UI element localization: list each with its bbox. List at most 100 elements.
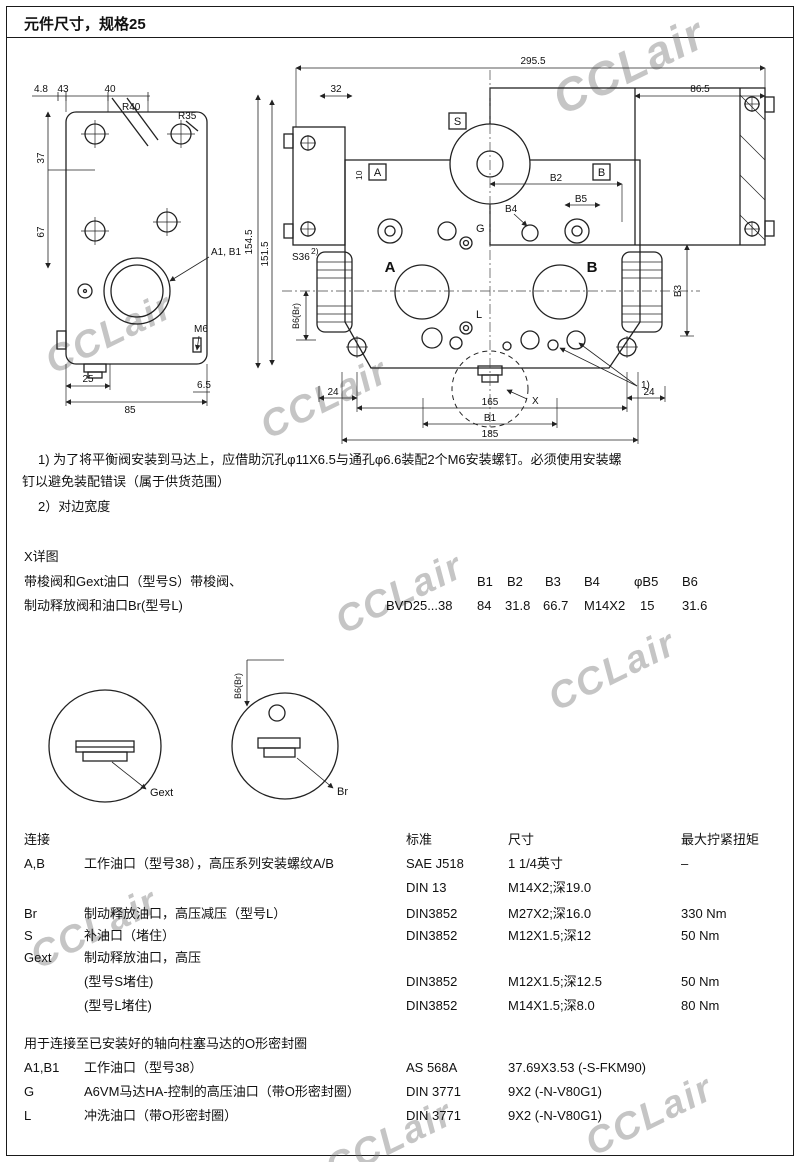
cell-size: 37.69X3.53 (-S-FKM90) [508,1060,647,1075]
detail-view-gext: Gext [48,689,173,803]
cell-torque: 330 Nm [681,906,727,921]
dim-6-5: 6.5 [197,380,211,391]
xdetail-col-b5: φB5 [634,574,659,589]
dim-b2: B2 [550,173,563,184]
dim-295-5: 295.5 [520,56,545,67]
radius-r40: R40 [122,102,141,113]
cell-port: Br [24,906,37,921]
dim-b1: B1 [484,413,497,424]
detail-figures: Gext B6(Br) Br [48,659,348,803]
cell-desc: 制动释放油口，高压减压（型号L） [84,906,287,921]
conn-header-port: 连接 [24,832,51,847]
label-br: Br [337,786,348,798]
dim-b5: B5 [575,194,588,205]
label-m6: M6 [194,324,208,335]
cell-desc: (型号S堵住) [84,974,154,989]
cell-std: DIN3852 [406,928,458,943]
conn-header-size: 尺寸 [508,832,535,847]
dim-86-5: 86.5 [690,84,710,95]
cell-std: DIN3852 [406,906,458,921]
cell-desc: 工作油口（型号38） [84,1060,203,1075]
cell-std: AS 568A [406,1060,458,1075]
cell-size: 9X2 (-N-V80G1) [508,1108,602,1123]
dim-24-right: 24 [643,387,655,398]
dim-165: 165 [482,397,499,408]
port-box-b: B [598,167,605,179]
xdetail-col-b2: B2 [507,574,523,589]
cell-torque: 80 Nm [681,998,720,1013]
xdetail-desc1: 带梭阀和Gext油口（型号S）带梭阀、 [24,574,243,589]
dim-25: 25 [82,374,94,385]
cell-desc: 冲洗油口（带O形密封圈） [84,1108,238,1123]
cell-size: 1 1/4英寸 [508,856,563,871]
note-2: 2）对边宽度 [38,499,111,514]
dim-b4: B4 [505,204,518,215]
label-s36: S36 [292,252,310,263]
label-a: A [385,259,396,276]
dim-4-8: 4.8 [34,84,48,95]
label-g: G [476,223,485,235]
watermark: CCLair [319,1092,461,1162]
xdetail-model: BVD25...38 [386,598,453,613]
dim-b6-br: B6(Br) [291,303,301,329]
xdetail-val-b5: 15 [640,598,655,613]
cell-size: M14X1.5;深8.0 [508,998,595,1013]
dim-151-5: 151.5 [260,241,271,266]
dim-43: 43 [57,84,69,95]
xdetail-col-b6: B6 [682,574,698,589]
cell-desc: 工作油口（型号38），高压系列安装螺纹A/B [84,856,334,871]
dim-b3: B3 [673,284,684,297]
xdetail-val-b1: 84 [477,598,492,613]
xdetail-val-b6: 31.6 [682,598,708,613]
cell-port: A,B [24,856,45,871]
cell-desc: 补油口（堵住） [84,928,176,943]
label-l: L [476,309,482,321]
cell-desc: 制动释放油口，高压 [84,950,202,965]
port-box-a: A [374,167,382,179]
conn-header-torque: 最大拧紧扭矩 [681,832,760,847]
label-gext: Gext [150,787,173,799]
cell-port: G [24,1084,35,1099]
cell-desc: (型号L堵住) [84,998,152,1013]
label-b: B [587,259,598,276]
dimension-drawing: 4.8 43 40 R40 R35 37 67 A1, B1 M6 25 85 … [32,56,775,444]
label-s36-sup: 2) [311,246,319,256]
xdetail-col-b3: B3 [545,574,561,589]
dim-85: 85 [124,405,136,416]
cell-torque: – [681,856,689,871]
page-title: 元件尺寸，规格25 [24,16,146,33]
cell-std: DIN3852 [406,974,458,989]
dim-32: 32 [330,84,342,95]
note-1-line2: 钉以避免装配错误（属于供货范围） [22,474,231,489]
cell-torque: 50 Nm [681,928,720,943]
cell-port: Gext [24,950,52,965]
cell-size: 9X2 (-N-V80G1) [508,1084,602,1099]
label-a1-b1: A1, B1 [211,247,241,258]
cell-std: SAE J518 [406,856,464,871]
cell-port: A1,B1 [24,1060,60,1075]
cell-desc: A6VM马达HA-控制的高压油口（带O形密封圈） [84,1084,360,1099]
cell-port: L [24,1108,32,1123]
cell-std: DIN 3771 [406,1108,461,1123]
cell-torque: 50 Nm [681,974,720,989]
oring-heading: 用于连接至已安装好的轴向柱塞马达的O形密封圈 [24,1036,308,1051]
dim-154-5: 154.5 [244,229,255,254]
dim-185: 185 [482,429,499,440]
callout-1: 1) [641,380,650,391]
cell-std: DIN 3771 [406,1084,461,1099]
radius-r35: R35 [178,111,197,122]
detail-view-br: B6(Br) Br [231,659,348,800]
dim-37: 37 [36,152,47,164]
dim-67: 67 [36,226,47,238]
cell-size: M27X2;深16.0 [508,906,592,921]
note-1-line1: 1) 为了将平衡阀安装到马达上，应借助沉孔φ11X6.5与通孔φ6.6装配2个M… [38,452,622,467]
left-view: 4.8 43 40 R40 R35 37 67 A1, B1 M6 25 85 … [32,84,241,416]
xdetail-val-b3: 66.7 [543,598,569,613]
xdetail-col-b1: B1 [477,574,493,589]
watermark: CCLair [542,622,684,720]
dim-b6-br-detail: B6(Br) [233,673,243,699]
dim-24-left: 24 [327,387,339,398]
xdetail-col-b4: B4 [584,574,600,589]
header-rule [6,37,794,38]
